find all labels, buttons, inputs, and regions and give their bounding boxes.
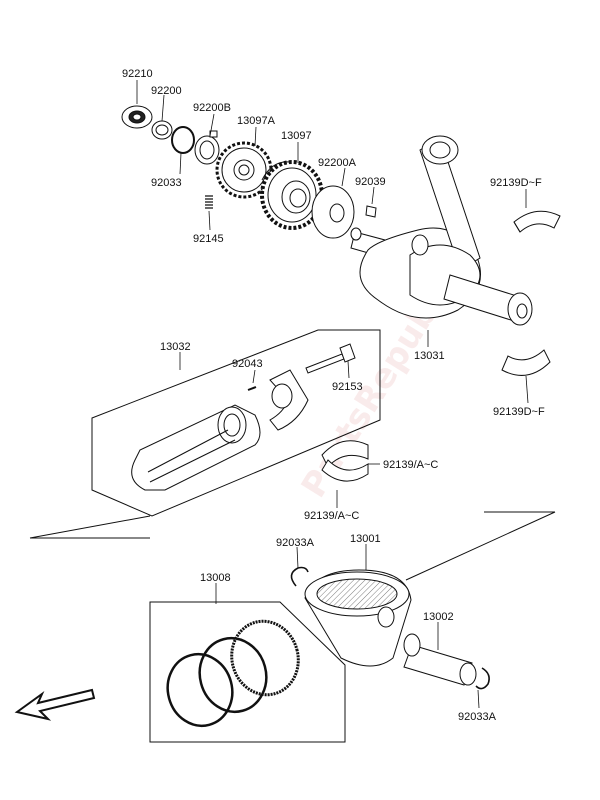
label-92145: 92145 bbox=[193, 233, 224, 245]
label-13002: 13002 bbox=[423, 611, 454, 623]
piston-pin-13002 bbox=[403, 633, 477, 686]
circlip-92033 bbox=[171, 126, 195, 154]
label-92139DF-top: 92139D~F bbox=[490, 177, 542, 189]
label-92200A: 92200A bbox=[318, 157, 356, 169]
label-13031: 13031 bbox=[414, 350, 445, 362]
front-direction-arrow-icon bbox=[14, 688, 96, 721]
bearing-92139DF-upper bbox=[513, 210, 561, 233]
gear-13097 bbox=[260, 160, 324, 230]
piston-rings-13008 bbox=[166, 619, 300, 727]
bolt-92153 bbox=[305, 343, 356, 374]
crankshaft-13031 bbox=[350, 135, 533, 326]
label-13008: 13008 bbox=[200, 572, 231, 584]
label-92200: 92200 bbox=[151, 85, 182, 97]
label-92139DF-bottom: 92139D~F bbox=[493, 406, 545, 418]
nut-92210 bbox=[121, 105, 153, 129]
label-92139AC-right: 92139/A~C bbox=[383, 459, 439, 471]
label-13001: 13001 bbox=[350, 533, 381, 545]
clip-92033A-upper bbox=[290, 566, 309, 587]
label-92210: 92210 bbox=[122, 68, 153, 80]
divider-lines bbox=[29, 511, 556, 581]
label-92139AC-bottom: 92139/A~C bbox=[304, 510, 360, 522]
label-92033A-bottom: 92033A bbox=[458, 711, 496, 723]
clip-92033A-lower bbox=[475, 667, 490, 690]
label-92153: 92153 bbox=[332, 381, 363, 393]
label-92033: 92033 bbox=[151, 177, 182, 189]
leader-lines bbox=[136, 80, 529, 709]
piston-13001 bbox=[304, 569, 412, 667]
gear-13097A bbox=[215, 141, 273, 199]
label-13097A: 13097A bbox=[237, 115, 275, 127]
lockwasher-92200B bbox=[194, 130, 220, 165]
pin-92043 bbox=[247, 386, 257, 391]
label-92043: 92043 bbox=[232, 358, 263, 370]
label-13032: 13032 bbox=[160, 341, 191, 353]
conrod-cap bbox=[269, 369, 309, 431]
washer-92200 bbox=[151, 120, 173, 140]
washer-92200A bbox=[311, 185, 355, 239]
label-92200B: 92200B bbox=[193, 102, 231, 114]
ring-set-box bbox=[149, 601, 346, 743]
label-92033A-top: 92033A bbox=[276, 537, 314, 549]
connecting-rod-13032 bbox=[131, 404, 261, 491]
bearing-92139DF-lower bbox=[501, 349, 551, 376]
conrod-group-box bbox=[91, 329, 381, 517]
label-92039: 92039 bbox=[355, 176, 386, 188]
key-92039 bbox=[365, 205, 377, 218]
spring-92145 bbox=[205, 195, 213, 209]
label-13097: 13097 bbox=[281, 130, 312, 142]
